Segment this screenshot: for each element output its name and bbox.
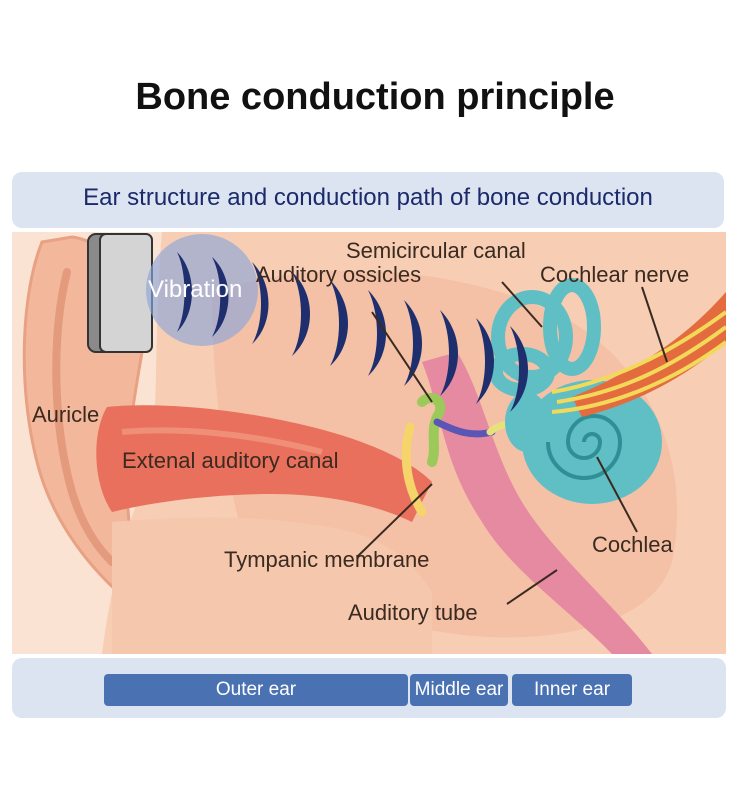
canal-highlight	[121, 427, 323, 455]
tympanic-membrane-shape	[401, 422, 427, 517]
cochlea-spiral	[546, 414, 623, 480]
vibration-label: Vibration	[148, 276, 243, 303]
ossicle-malleus	[417, 393, 446, 467]
tympanic-membrane-label: Tympanic membrane	[224, 547, 430, 572]
auditory-tube-shape	[422, 352, 652, 654]
section-legend: Outer ear Middle ear Inner ear	[12, 658, 726, 718]
auricle-label: Auricle	[32, 402, 100, 427]
cochlear-nerve-label: Cochlear nerve	[540, 262, 690, 287]
subtitle-banner: Ear structure and conduction path of bon…	[12, 172, 724, 228]
semicircular-canal-label: Semicircular canal	[346, 238, 526, 263]
lower-tissue	[112, 517, 432, 654]
cochlea-label: Cochlea	[592, 532, 673, 557]
auricle-fold	[52, 268, 116, 566]
bone-conduction-device	[87, 233, 153, 353]
section-inner-ear: Inner ear	[512, 674, 632, 706]
external-canal-label: Extenal auditory canal	[122, 448, 339, 473]
section-outer-ear: Outer ear	[104, 674, 408, 706]
external-canal-shape	[96, 405, 433, 522]
subtitle: Ear structure and conduction path of bon…	[83, 184, 653, 211]
page-title: Bone conduction principle	[135, 76, 615, 118]
ear-illustration	[12, 232, 728, 654]
sound-waves	[177, 252, 528, 412]
leader-lines	[356, 281, 668, 605]
cochlear-nerve-shape	[572, 292, 726, 417]
section-middle-ear: Middle ear	[410, 674, 508, 706]
vibration-circle	[146, 234, 258, 346]
vestibule-shape	[505, 392, 549, 452]
auditory-tube-label: Auditory tube	[348, 600, 478, 625]
nerve-fibers	[551, 310, 728, 414]
auditory-ossicles-label: Auditory ossicles	[256, 262, 422, 287]
ear-diagram: Vibration Semicircular canal Auditory os…	[12, 232, 728, 654]
